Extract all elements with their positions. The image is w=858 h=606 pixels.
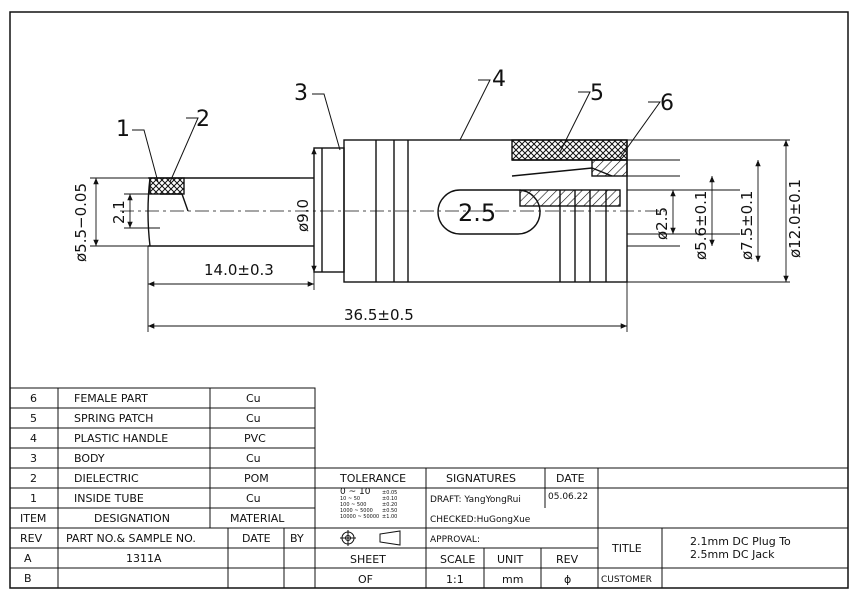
spring-patch-section [519, 189, 621, 207]
svg-text:100 ~ 500: 100 ~ 500 [340, 502, 366, 508]
bom-designation: SPRING PATCH [74, 412, 153, 425]
dim-d7-5: ø7.5±0.1 [738, 191, 756, 260]
dim-d5-6: ø5.6±0.1 [692, 191, 710, 260]
callout-1: 1 [116, 117, 130, 142]
rev-header-date: DATE [242, 532, 271, 545]
bom-item: 1 [30, 492, 37, 505]
bom-material: Cu [246, 392, 261, 405]
tolerance-block: TOLERANCE 0 ~ 10 10 ~ 50 100 ~ 500 1000 … [339, 472, 406, 586]
bom-header-designation: DESIGNATION [94, 512, 170, 525]
bom-designation: DIELECTRIC [74, 472, 139, 485]
title-line-2: 2.5mm DC Jack [690, 548, 775, 561]
bom-designation: FEMALE PART [74, 392, 148, 405]
bom-header-material: MATERIAL [230, 512, 285, 525]
size-label-text: 2.5 [458, 199, 496, 227]
rev-header-by: BY [290, 532, 304, 545]
svg-text:ϕ: ϕ [564, 573, 571, 586]
sheet-border [9, 11, 849, 589]
dim-2-1: 2.1 [110, 200, 128, 224]
handle-section [511, 139, 628, 161]
callout-3: 3 [294, 81, 308, 106]
svg-text:0 ~ 10: 0 ~ 10 [340, 487, 371, 497]
dim-d5-5: ø5.5−0.05 [72, 183, 90, 262]
svg-text:1000 ~ 5000: 1000 ~ 5000 [340, 508, 373, 514]
svg-text:SCALE: SCALE [440, 553, 475, 566]
dim-14: 14.0±0.3 [204, 261, 274, 279]
body-flange [313, 147, 345, 273]
rev-row: A [24, 552, 32, 565]
bom-item: 3 [30, 452, 37, 465]
sheet-label: SHEET [350, 553, 386, 566]
svg-text:REV: REV [556, 553, 579, 566]
svg-text:±0.50: ±0.50 [382, 508, 397, 514]
bom-item: 6 [30, 392, 37, 405]
female-part-section [591, 159, 628, 177]
svg-text:±0.05: ±0.05 [382, 490, 397, 496]
rev-row-part: 1311A [126, 552, 162, 565]
svg-text:UNIT: UNIT [497, 553, 524, 566]
svg-text:mm: mm [502, 573, 523, 586]
rev-row: B [24, 572, 32, 585]
bom-header-item: ITEM [20, 512, 46, 525]
dim-d2-5: ø2.5 [653, 207, 671, 240]
svg-text:CHECKED:HuGongXue: CHECKED:HuGongXue [430, 515, 531, 525]
dim-36-5: 36.5±0.5 [344, 306, 414, 324]
svg-text:APPROVAL:: APPROVAL: [430, 535, 480, 545]
title-label: TITLE [611, 542, 642, 555]
title-block-grid [9, 387, 848, 589]
dimension-lines [90, 140, 789, 332]
sheet-value: OF [358, 573, 373, 586]
callout-4: 4 [492, 67, 506, 92]
svg-text:±0.20: ±0.20 [382, 502, 397, 508]
title-line-1: 2.1mm DC Plug To [690, 535, 791, 548]
rev-header: REV [20, 532, 43, 545]
callout-6: 6 [660, 91, 674, 116]
svg-text:05.06.22: 05.06.22 [548, 492, 588, 502]
svg-text:1:1: 1:1 [446, 573, 464, 586]
bom-table: 6 FEMALE PART Cu 5 SPRING PATCH Cu 4 PLA… [20, 392, 285, 525]
bom-material: Cu [246, 492, 261, 505]
svg-text:10000 ~ 50000: 10000 ~ 50000 [340, 514, 379, 520]
bom-material: POM [244, 472, 269, 485]
plastic-handle [343, 139, 628, 283]
signatures-block: SIGNATURES DATE DRAFT: YangYongRui 05.06… [430, 472, 588, 586]
callout-2: 2 [196, 107, 210, 132]
dim-d9-0: ø9.0 [294, 199, 312, 232]
callout-5: 5 [590, 81, 604, 106]
bom-item: 5 [30, 412, 37, 425]
revision-table: REV PART NO.& SAMPLE NO. DATE BY A 1311A… [20, 532, 304, 585]
dielectric-section [149, 177, 185, 195]
callout-numbers: 1 2 3 4 5 6 [116, 67, 674, 142]
callout-leaders [132, 79, 661, 183]
svg-text:SIGNATURES: SIGNATURES [446, 472, 516, 485]
bom-designation: INSIDE TUBE [74, 492, 144, 505]
size-label-oval [437, 189, 541, 235]
bom-material: PVC [244, 432, 266, 445]
svg-text:DATE: DATE [556, 472, 585, 485]
title-block: TITLE 2.1mm DC Plug To 2.5mm DC Jack CUS… [601, 535, 791, 585]
svg-text:DRAFT: YangYongRui: DRAFT: YangYongRui [430, 495, 521, 505]
bom-designation: PLASTIC HANDLE [74, 432, 168, 445]
svg-text:±1.00: ±1.00 [382, 514, 397, 520]
dim-d12: ø12.0±0.1 [786, 179, 804, 258]
connector-drawing [120, 139, 790, 283]
rev-header-part: PART NO.& SAMPLE NO. [66, 532, 196, 545]
projection-symbol-icon [340, 530, 401, 546]
svg-text:10 ~ 50: 10 ~ 50 [340, 496, 360, 502]
bom-material: Cu [246, 452, 261, 465]
bom-item: 2 [30, 472, 37, 485]
bom-item: 4 [30, 432, 37, 445]
svg-text:±0.10: ±0.10 [382, 496, 397, 502]
bom-designation: BODY [74, 452, 105, 465]
tolerance-label: TOLERANCE [339, 472, 406, 485]
bom-material: Cu [246, 412, 261, 425]
customer-label: CUSTOMER [601, 575, 652, 585]
